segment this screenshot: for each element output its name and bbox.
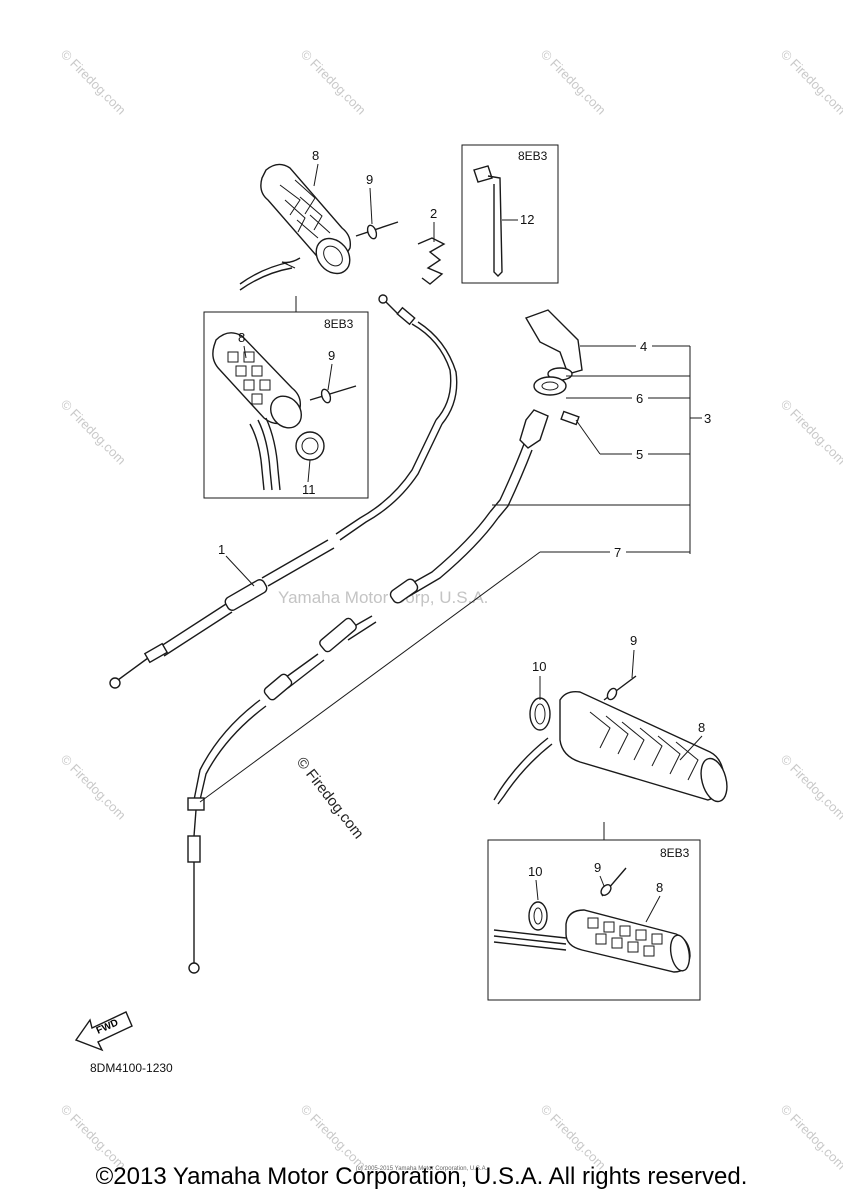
clip-part-2 [417,237,446,285]
copyright-footer: ©2013 Yamaha Motor Corporation, U.S.A. A… [95,1163,748,1190]
part-label-4: 4 [640,339,647,354]
inset-label-8eb3-left: 8EB3 [324,317,354,331]
watermark-yamaha: Yamaha Motor Corp, U.S.A. [278,588,488,607]
part-label-5: 5 [636,447,643,462]
part-label-9-br: 9 [630,633,637,648]
watermark-firedog: © Firedog.com [778,47,843,118]
part-label-7: 7 [614,545,621,560]
part-label-6: 6 [636,391,643,406]
firedog-watermarks: © Firedog.com © Firedog.com © Firedog.co… [58,47,843,1173]
cable-part-7 [187,511,499,974]
part-label-10: 10 [532,659,546,674]
watermark-firedog: © Firedog.com [58,397,129,468]
part-label-10-inset: 10 [528,864,542,879]
part-label-9-inset-b: 9 [594,860,601,875]
watermark-firedog: © Firedog.com [58,752,129,823]
watermark-firedog: © Firedog.com [778,1102,843,1173]
diagram-code: 8DM4100-1230 [90,1061,173,1075]
cable-part-1 [109,294,458,689]
grip-bottom-right [493,675,728,805]
part-label-8-br: 8 [698,720,705,735]
watermark-firedog: © Firedog.com [298,47,369,118]
watermark-firedog: © Firedog.com [778,752,843,823]
fwd-arrow-icon: FWD [74,1011,133,1052]
inset-box-left-grip [203,311,369,499]
part-label-3: 3 [704,411,711,426]
watermark-firedog: © Firedog.com [538,1102,609,1173]
part-label-8-inset-b: 8 [656,880,663,895]
part-label-12: 12 [520,212,534,227]
inset-label-8eb3-top: 8EB3 [518,149,548,163]
part-label-2: 2 [430,206,437,221]
watermark-firedog: © Firedog.com [298,1102,369,1173]
grip-inset-bottom [493,867,691,973]
part-label-8: 8 [312,148,319,163]
throttle-housing [489,309,583,519]
watermark-firedog-diagram: © Firedog.com [293,754,367,842]
part-label-8-inset: 8 [238,330,245,345]
inset-box-part-12 [461,144,559,284]
watermark-firedog: © Firedog.com [58,1102,129,1173]
part-label-11: 11 [302,482,316,497]
grip-inset-left [212,332,357,491]
inset-label-8eb3-bottom: 8EB3 [660,846,690,860]
fine-print: (c) 2005-2015 Yamaha Motor Corporation, … [355,1166,488,1172]
watermark-firedog: © Firedog.com [58,47,129,118]
inset-box-bottom-grip [487,839,701,1001]
part-label-1: 1 [218,542,225,557]
grip-top-left [239,163,399,291]
part-label-9: 9 [366,172,373,187]
watermark-firedog: © Firedog.com [538,47,609,118]
watermark-firedog: © Firedog.com [778,397,843,468]
part-label-9-inset: 9 [328,348,335,363]
